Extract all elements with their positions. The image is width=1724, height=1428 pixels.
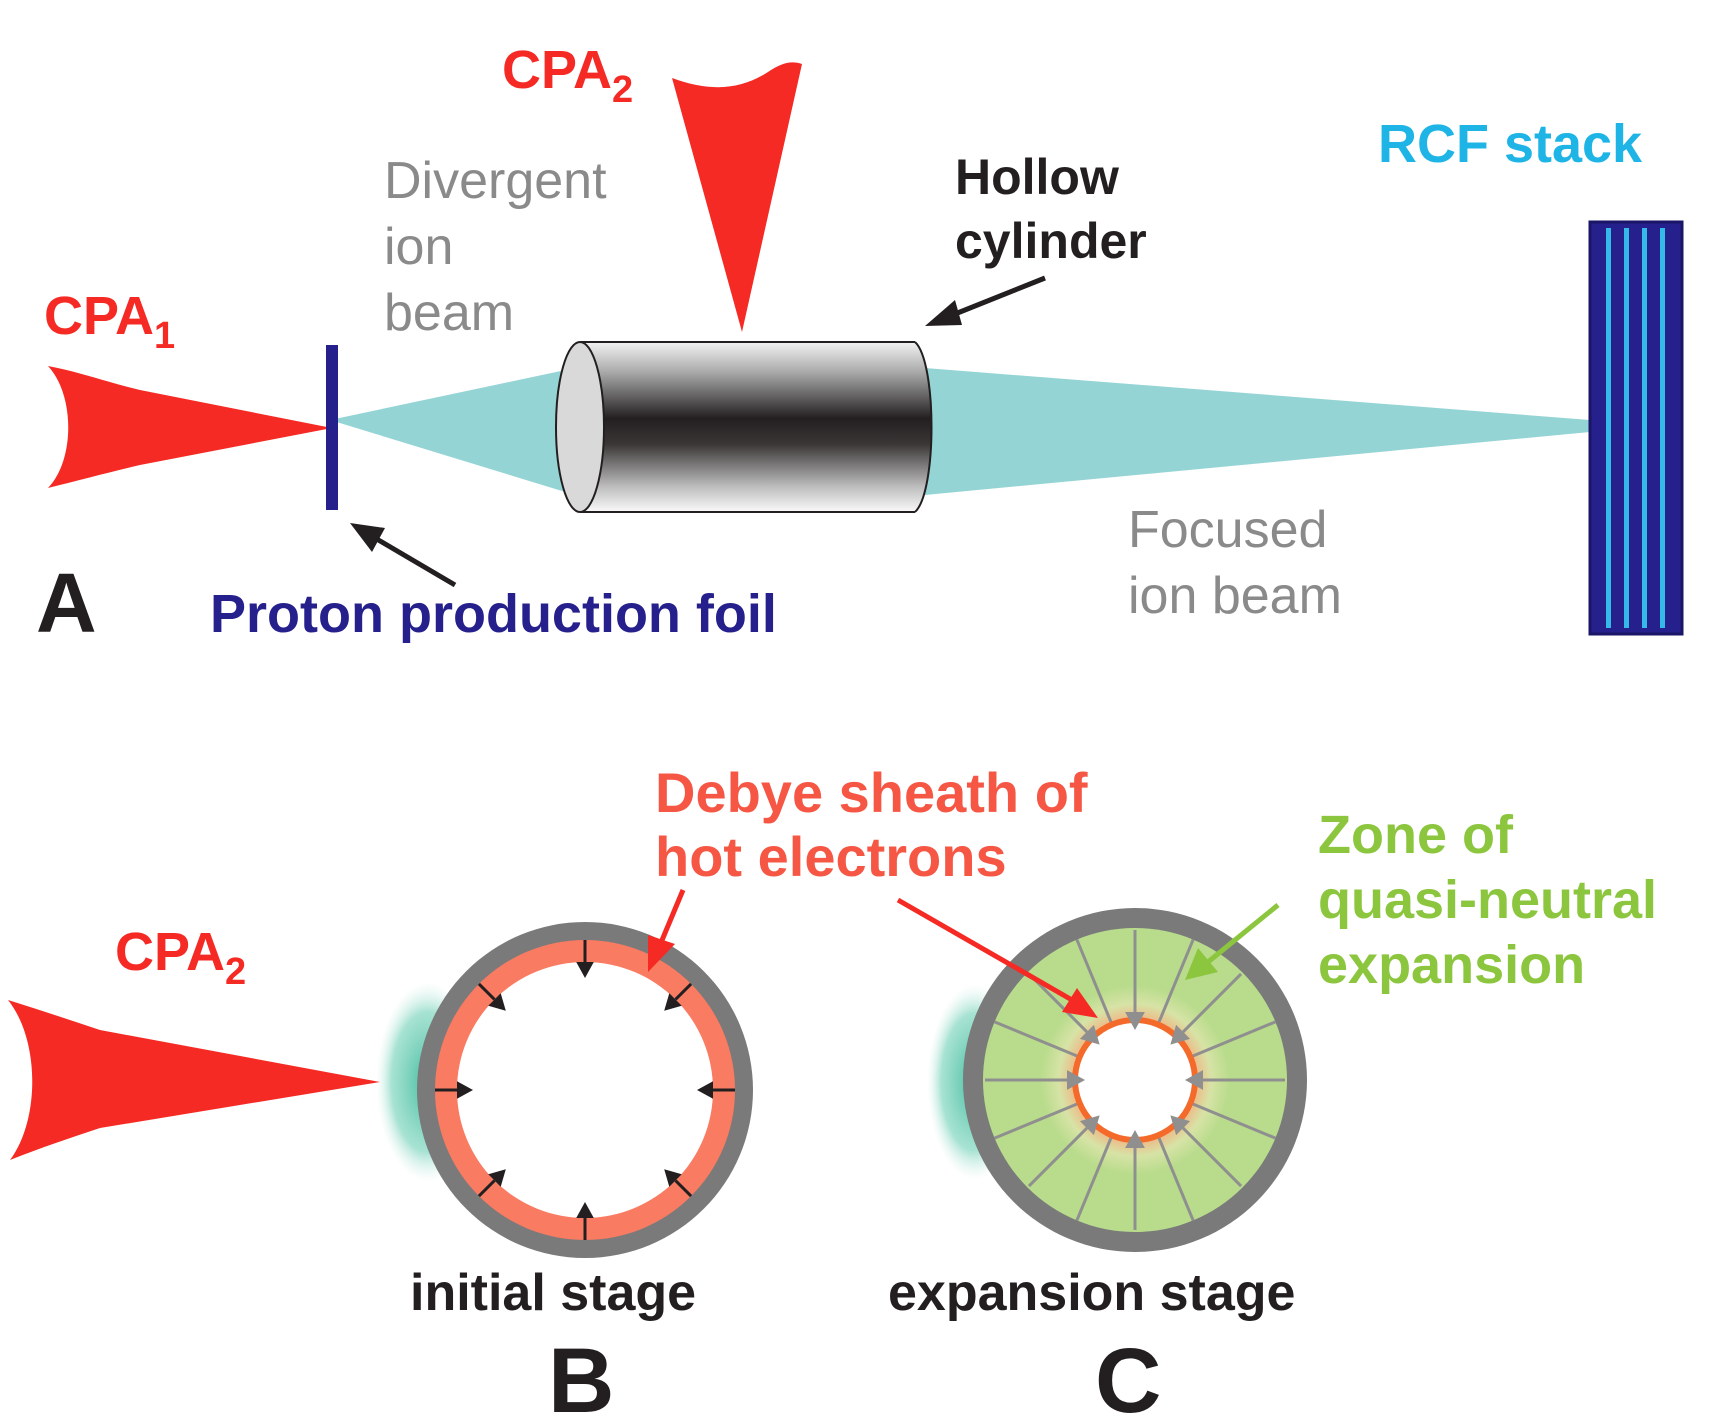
panel-b-letter: B bbox=[548, 1330, 614, 1428]
panel-c: expansion stage C bbox=[888, 908, 1307, 1428]
foil-arrow bbox=[373, 535, 457, 588]
inward-arrow-c-shaft bbox=[1182, 1127, 1243, 1188]
rcf-stack-label: RCF stack bbox=[1378, 114, 1643, 174]
inward-arrow-c-head bbox=[1170, 1024, 1191, 1045]
hollow-label-2: cylinder bbox=[955, 213, 1147, 269]
hollow-label-1: Hollow bbox=[955, 149, 1119, 205]
radial-spoke bbox=[1191, 1020, 1277, 1058]
inward-arrows-c bbox=[985, 930, 1285, 1230]
inward-arrow-b-shaft bbox=[674, 982, 693, 1001]
cpa2-laser-pulse-bottom bbox=[8, 1000, 380, 1160]
initial-stage-label: initial stage bbox=[410, 1264, 696, 1322]
annotations: Debye sheath of hot electrons Zone of qu… bbox=[648, 761, 1657, 1018]
radial-spoke bbox=[993, 1102, 1079, 1140]
inward-arrow-b-shaft bbox=[477, 982, 496, 1001]
focused-ion-beam bbox=[925, 368, 1590, 495]
divergent-label-3: beam bbox=[384, 284, 514, 342]
rcf-stack bbox=[1588, 220, 1684, 636]
radial-spoke bbox=[1191, 1102, 1277, 1140]
debye-arrowhead-c bbox=[1062, 988, 1098, 1018]
inward-arrow-c-shaft bbox=[1027, 1127, 1088, 1188]
inward-arrow-c-head bbox=[1125, 1012, 1145, 1030]
panel-c-letter: C bbox=[1095, 1330, 1161, 1428]
debye-arrowhead-b bbox=[648, 935, 675, 972]
inward-arrow-c-head bbox=[1185, 1070, 1203, 1090]
inward-arrow-b-head bbox=[664, 993, 682, 1011]
zone-arrow bbox=[1206, 903, 1280, 964]
hollow-cylinder bbox=[555, 341, 933, 513]
inward-arrow-c-head bbox=[1079, 1115, 1100, 1136]
inward-arrow-c-shaft bbox=[1182, 972, 1243, 1033]
inward-arrow-b-head bbox=[457, 1081, 473, 1099]
debye-arrow-b bbox=[657, 889, 686, 946]
inward-arrow-c-head bbox=[1170, 1115, 1191, 1136]
inward-arrow-b-head bbox=[576, 962, 594, 978]
inward-arrow-c-head bbox=[1125, 1130, 1145, 1148]
hollow-cylinder-arrowhead bbox=[925, 300, 962, 326]
zone-label-2: quasi-neutral bbox=[1318, 870, 1657, 930]
divergent-label-1: Divergent bbox=[384, 152, 607, 210]
inward-arrows-b bbox=[435, 940, 735, 1240]
panel-a: CPA2 Divergent ion beam Hollow cylinder … bbox=[36, 40, 1684, 650]
focused-label-1: Focused bbox=[1128, 501, 1327, 559]
cpa2-laser-pulse-top bbox=[672, 62, 802, 332]
radial-spoke bbox=[1157, 938, 1195, 1024]
cpa1-laser-pulse bbox=[48, 366, 332, 488]
foil-label: Proton production foil bbox=[210, 584, 777, 644]
debye-label-1: Debye sheath of bbox=[655, 761, 1088, 824]
cpa2-label-top: CPA2 bbox=[502, 40, 633, 111]
radial-spoke bbox=[1075, 938, 1113, 1024]
proton-production-foil bbox=[326, 345, 338, 510]
inward-arrow-b-head bbox=[664, 1169, 682, 1187]
zone-arrowhead bbox=[1185, 948, 1218, 980]
cylinder-interior-b bbox=[457, 962, 713, 1218]
panel-a-letter: A bbox=[36, 556, 97, 650]
zone-label-3: expansion bbox=[1318, 935, 1585, 995]
radial-spoke bbox=[1157, 1136, 1195, 1222]
inward-arrow-b-shaft bbox=[477, 1179, 496, 1198]
divergent-label-2: ion bbox=[384, 218, 453, 276]
inward-arrow-b-head bbox=[488, 993, 506, 1011]
radial-spoke bbox=[993, 1020, 1079, 1058]
inward-arrow-b-shaft bbox=[674, 1179, 693, 1198]
panel-b: CPA2 initial stage B bbox=[8, 922, 753, 1428]
cpa1-label: CPA1 bbox=[44, 286, 175, 357]
foil-arrowhead bbox=[350, 523, 385, 552]
radial-spokes-c bbox=[993, 938, 1277, 1222]
focused-label-2: ion beam bbox=[1128, 567, 1342, 625]
cpa2-label-bottom: CPA2 bbox=[115, 922, 246, 993]
zone-label-1: Zone of bbox=[1318, 805, 1514, 865]
radial-spoke bbox=[1075, 1136, 1113, 1222]
inward-arrow-c-head bbox=[1067, 1070, 1085, 1090]
inward-arrow-c-head bbox=[1079, 1024, 1100, 1045]
debye-arrow-c bbox=[896, 897, 1074, 1003]
inward-arrow-b-head bbox=[576, 1202, 594, 1218]
divergent-ion-beam bbox=[330, 368, 575, 495]
debye-label-2: hot electrons bbox=[655, 825, 1007, 888]
expansion-stage-label: expansion stage bbox=[888, 1264, 1295, 1322]
inward-arrow-b-head bbox=[697, 1081, 713, 1099]
inward-arrow-b-head bbox=[488, 1169, 506, 1187]
